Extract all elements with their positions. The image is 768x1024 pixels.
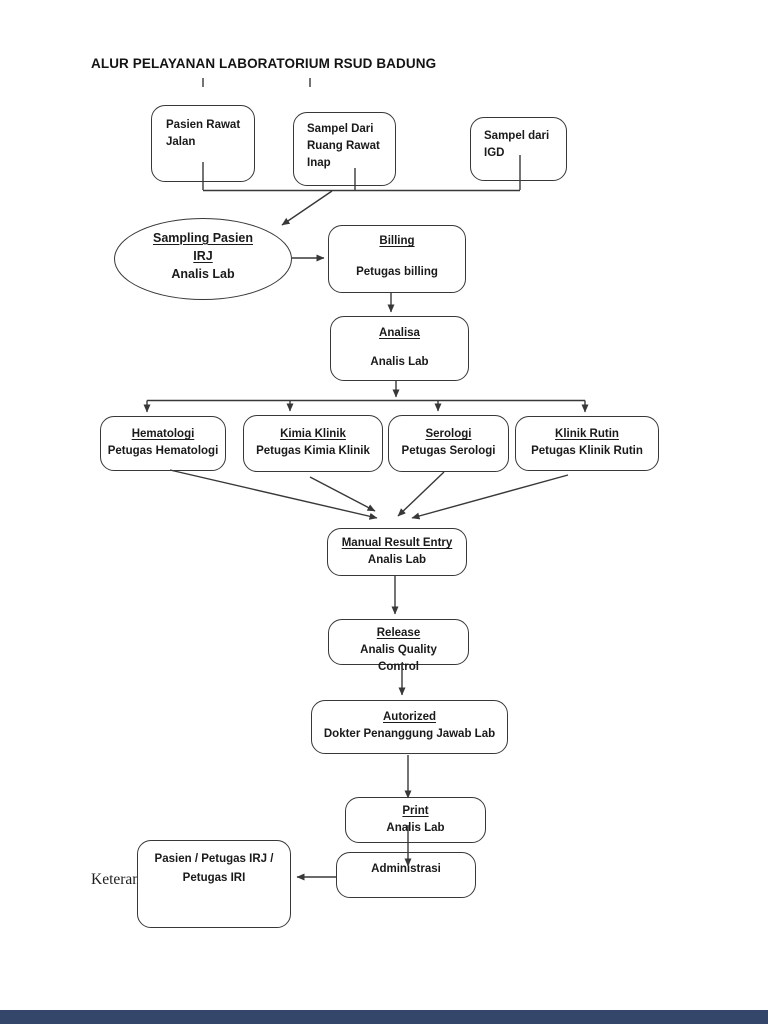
node-subtitle: Analis Quality Control	[360, 644, 437, 673]
connector-hematologi-mre	[169, 469, 378, 520]
node-release: Release Analis Quality Control	[328, 619, 469, 673]
node-administrasi: Administrasi	[336, 852, 476, 898]
node-label: Administrasi	[371, 863, 441, 875]
node-heading: Sampling Pasien IRJ	[152, 231, 254, 263]
node-subtitle: Analis Lab	[171, 267, 235, 281]
node-heading: Kimia Klinik	[280, 428, 346, 440]
connector-kimia-mre	[309, 476, 376, 512]
node-pasien-petugas-irj-iri: Pasien / Petugas IRJ / Petugas IRI	[137, 840, 291, 928]
node-heading: Klinik Rutin	[555, 428, 619, 440]
node-heading: Manual Result Entry	[341, 537, 453, 549]
node-heading: Billing	[379, 235, 415, 247]
node-heading: Release	[376, 627, 421, 639]
node-subtitle: Petugas Hematologi	[107, 445, 219, 457]
node-heading: Hematologi	[131, 428, 195, 440]
node-billing: Billing Petugas billing	[328, 225, 466, 293]
node-sampel-dari-ruang-rawat-inap: Sampel Dari Ruang Rawat Inap	[293, 112, 396, 186]
connector-to-sampling	[281, 190, 333, 226]
node-autorized: Autorized Dokter Penanggung Jawab Lab	[311, 700, 508, 754]
node-subtitle: Petugas Serologi	[401, 445, 496, 457]
footer-bar	[0, 1010, 768, 1024]
node-print: Print Analis Lab	[345, 797, 486, 843]
node-analisa: Analisa Analis Lab	[330, 316, 469, 381]
node-heading: Autorized	[382, 711, 437, 723]
node-sampel-dari-igd: Sampel dari IGD	[470, 117, 567, 181]
node-subtitle: Analis Lab	[386, 822, 445, 834]
node-sampling-pasien-irj: Sampling Pasien IRJ Analis Lab	[114, 218, 292, 300]
node-subtitle: Petugas Klinik Rutin	[531, 445, 643, 457]
node-subtitle: Petugas billing	[356, 266, 438, 278]
node-subtitle: Dokter Penanggung Jawab Lab	[323, 728, 496, 740]
node-serologi: Serologi Petugas Serologi	[388, 415, 509, 472]
node-subtitle: Analis Lab	[370, 356, 429, 368]
node-pasien-rawat-jalan: Pasien Rawat Jalan	[151, 105, 255, 182]
node-heading: Serologi	[425, 428, 472, 440]
node-kimia-klinik: Kimia Klinik Petugas Kimia Klinik	[243, 415, 383, 472]
node-subtitle: Analis Lab	[367, 554, 427, 566]
node-subtitle: Petugas Kimia Klinik	[256, 445, 370, 457]
node-hematologi: Hematologi Petugas Hematologi	[100, 416, 226, 471]
page-title: ALUR PELAYANAN LABORATORIUM RSUD BADUNG	[91, 56, 437, 71]
keterangan-label: Keteran	[91, 871, 141, 888]
node-heading: Print	[402, 805, 429, 817]
connector-klinik-rutin-mre	[411, 474, 569, 520]
node-heading: Analisa	[379, 327, 420, 339]
node-manual-result-entry: Manual Result Entry Analis Lab	[327, 528, 467, 576]
node-klinik-rutin: Klinik Rutin Petugas Klinik Rutin	[515, 416, 659, 471]
connector-serologi-mre	[397, 471, 445, 517]
